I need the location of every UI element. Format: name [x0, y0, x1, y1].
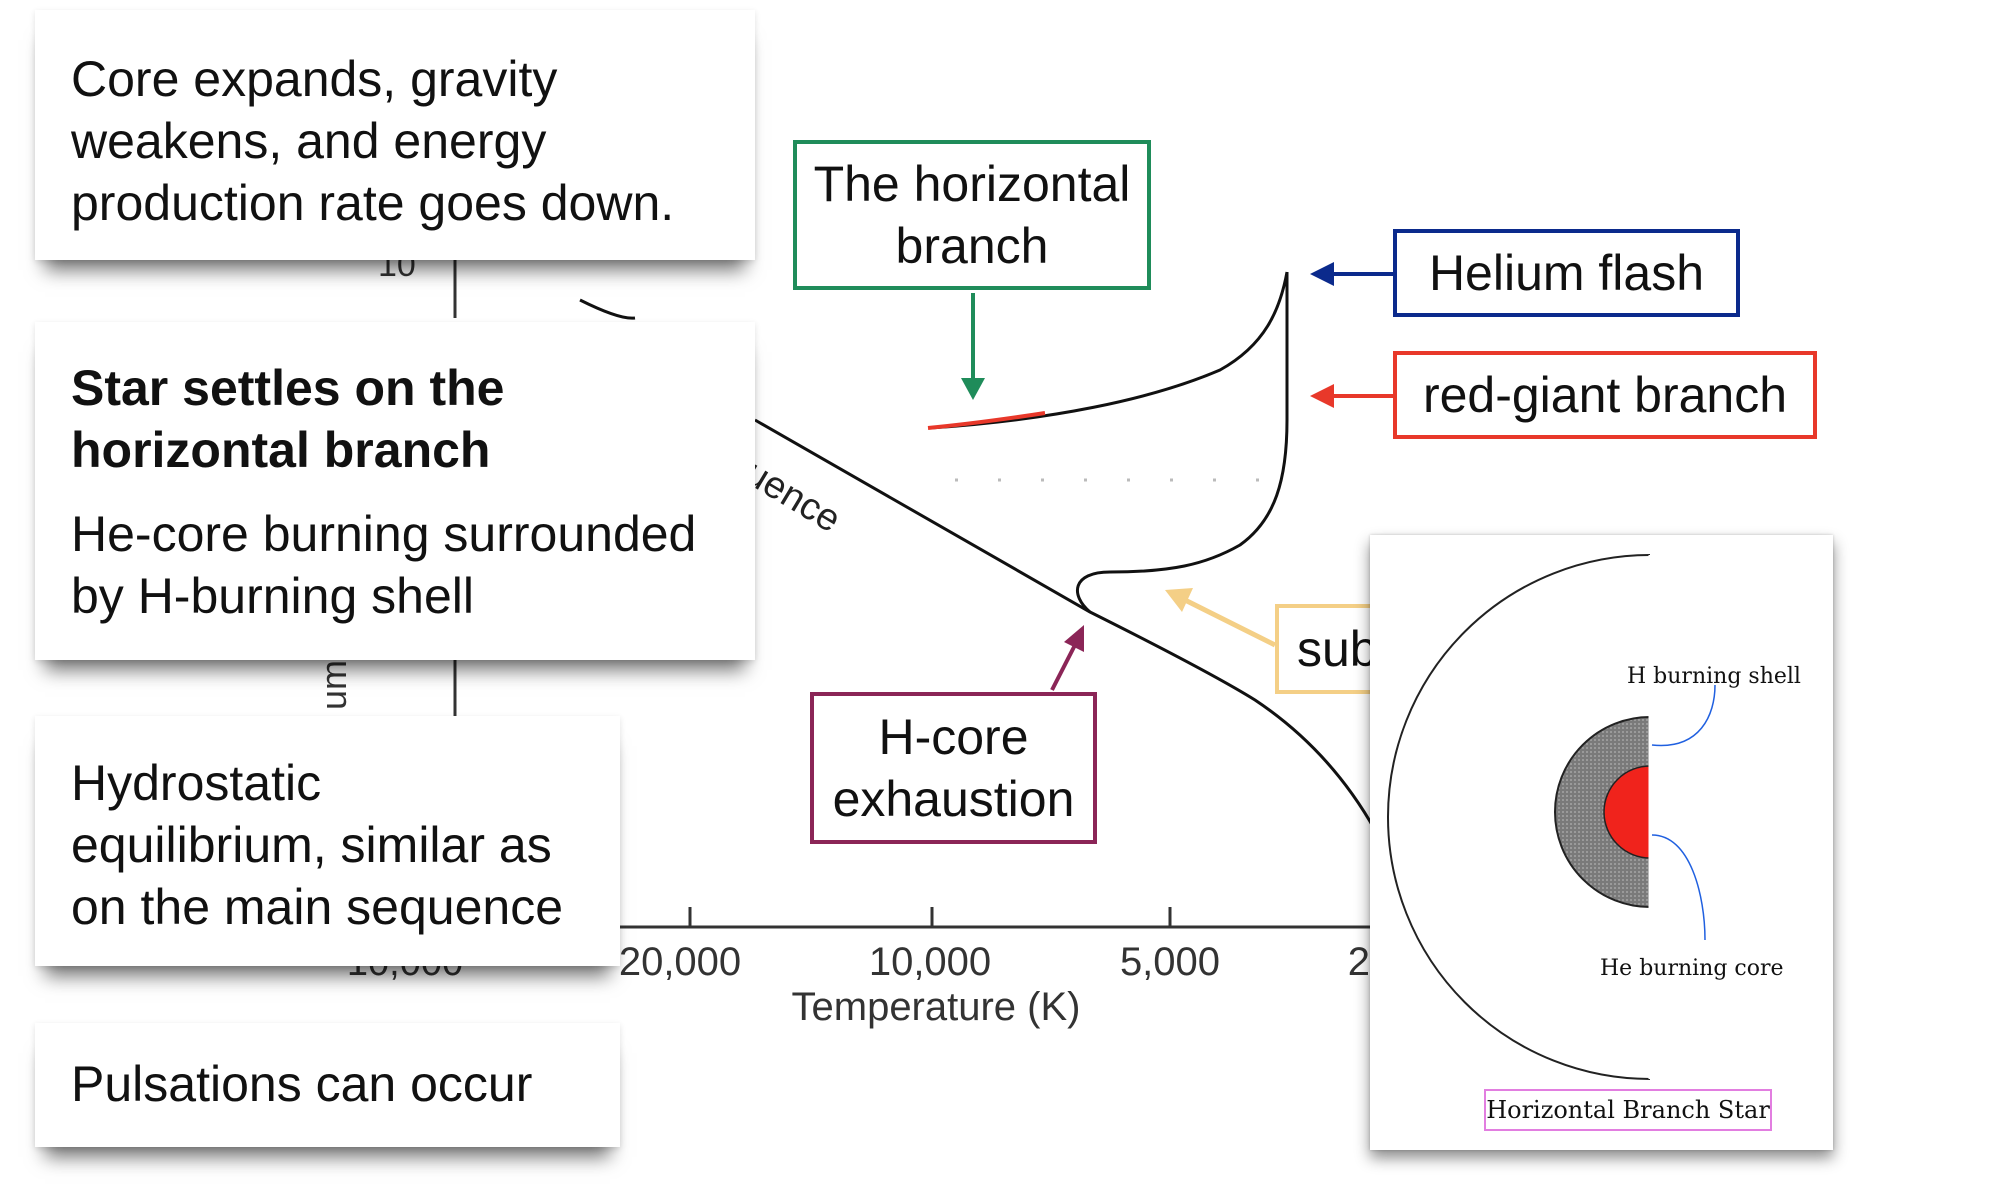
evolutionary-track [1075, 272, 1289, 614]
x-tick-label: 10,000 [869, 940, 991, 984]
helium-flash-label: Helium flash [1393, 229, 1740, 317]
main-sequence-line [579, 298, 1377, 831]
red-giant-branch-text: red-giant branch [1422, 367, 1788, 423]
red-giant-branch-label: red-giant branch [1393, 351, 1817, 439]
helium-flash-arrowhead [1310, 262, 1334, 286]
helium-flash-text: Helium flash [1428, 245, 1705, 301]
y-axis-label: um [313, 660, 354, 710]
core-expands-text: Core expands, gravity weakens, and energ… [71, 51, 675, 231]
x-axis-label: Temperature (K) [792, 985, 1081, 1029]
h-core-exhaustion-text: H-core exhaustion [832, 709, 1075, 827]
he-core-leader [1651, 834, 1706, 941]
card-horizontal-branch-settle: Star settles on the horizontal branch He… [35, 322, 755, 660]
card-core-expands: Core expands, gravity weakens, and energ… [35, 10, 755, 260]
h-core-exhaustion-label: H-core exhaustion [810, 692, 1097, 844]
h-shell-leader [1651, 684, 1716, 747]
star-cross-section: H burning shell He burning core Horizont… [1387, 554, 1801, 1131]
subgiant-arrowhead [1165, 588, 1193, 612]
card-pulsations: Pulsations can occur [35, 1023, 620, 1147]
subgiant-arrow [1183, 597, 1277, 648]
h-core-arrowhead [1064, 625, 1084, 652]
he-burning-core [1603, 765, 1651, 859]
x-tick-label: 5,000 [1120, 940, 1220, 984]
horizontal-branch-text: The horizontal branch [813, 156, 1131, 274]
he-core-label: He burning core [1600, 956, 1784, 981]
h-burning-shell [1554, 715, 1651, 909]
horizontal-branch-line [929, 271, 1289, 430]
inset-caption: Horizontal Branch Star [1486, 1096, 1770, 1124]
horizontal-branch-star-inset: H burning shell He burning core Horizont… [1370, 535, 1833, 1150]
horizontal-branch-arrowhead [961, 378, 985, 400]
h-shell-label: H burning shell [1627, 664, 1801, 689]
horizontal-branch-highlight [927, 411, 1046, 430]
pulsations-text: Pulsations can occur [71, 1056, 533, 1112]
h-core-arrow [1050, 644, 1077, 691]
card-hydrostatic: Hydrostatic equilibrium, similar as on t… [35, 716, 620, 966]
horizontal-branch-label: The horizontal branch [793, 140, 1151, 290]
settles-title: Star settles on the horizontal branch [71, 360, 505, 478]
hydrostatic-text: Hydrostatic equilibrium, similar as on t… [71, 755, 564, 935]
star-outer-surface [1387, 554, 1651, 1080]
settles-body: He-core burning surrounded by H-burning … [71, 506, 697, 624]
caption-box [1484, 1089, 1772, 1131]
subgiant-text: sub [1297, 621, 1378, 677]
x-tick-label: 2 [1348, 940, 1370, 984]
x-tick-label: 20,000 [619, 940, 741, 984]
red-giant-arrowhead [1310, 384, 1334, 408]
